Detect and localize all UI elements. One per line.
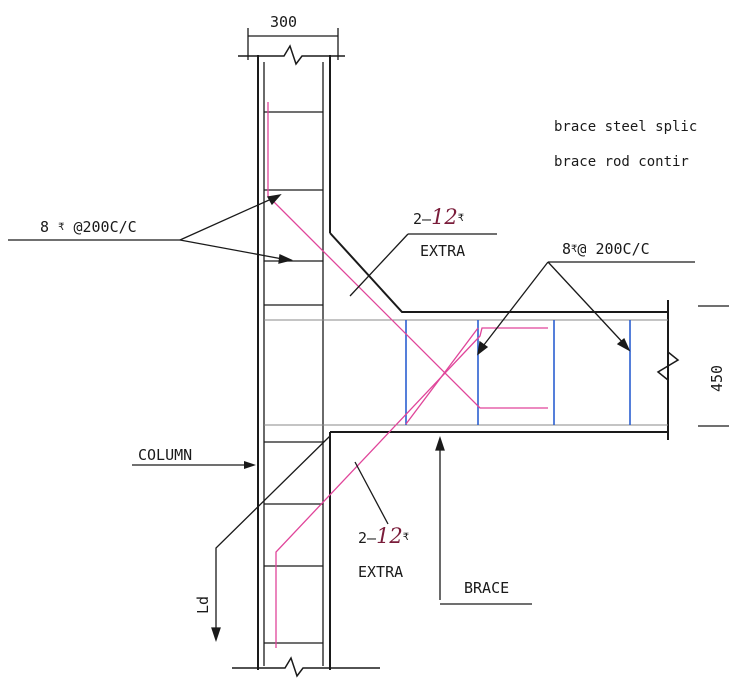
brace-outline — [329, 232, 669, 440]
extra-top-word: EXTRA — [420, 242, 465, 260]
extra-bottom-leader — [354, 461, 389, 525]
column-label: COLUMN — [138, 446, 192, 464]
column-stirrup-spacing: @200C/C — [64, 218, 136, 236]
bottom-break-line — [232, 656, 380, 678]
brace-inner-lines — [264, 319, 668, 426]
note-line-2: brace rod contir — [554, 154, 689, 170]
bar-symbol: ₹ — [458, 213, 464, 224]
top-break-line — [238, 44, 345, 66]
brace-stirrup-dia: 8 — [562, 240, 571, 258]
note-line-1: brace steel splic — [554, 119, 697, 135]
brace-stirrup-label: 8₹@ 200C/C — [562, 240, 650, 258]
brace-stirrup-spacing: @ 200C/C — [577, 240, 649, 258]
extra-bar-top — [267, 102, 548, 409]
brace-depth-dimension — [698, 305, 729, 427]
extra-top-leader — [349, 233, 409, 297]
brace-stirrup-leaders — [477, 261, 631, 356]
extra-bar-bottom — [275, 327, 548, 648]
brace-stirrups — [405, 320, 631, 425]
brace-break-line — [656, 351, 680, 381]
ld-label: Ld — [194, 596, 212, 614]
cross-bar — [405, 327, 479, 425]
column-stirrup-label: 8 ₹ @200C/C — [40, 218, 137, 236]
column-stirrup-dia: 8 — [40, 218, 58, 236]
column-width-label: 300 — [270, 13, 297, 31]
extra-bottom-bar-size: 12 — [376, 524, 403, 548]
column-main-bars — [263, 62, 324, 666]
extra-bottom-word: EXTRA — [358, 563, 403, 581]
column-stirrup-leaders — [179, 194, 293, 264]
brace-depth-label: 450 — [708, 365, 726, 392]
extra-rebars — [267, 102, 548, 648]
bar-symbol: ₹ — [403, 532, 409, 543]
column-outline — [257, 55, 331, 670]
column-width-dimension — [247, 28, 339, 60]
bar-symbol: ₹ — [571, 244, 577, 255]
extra-top-prefix: 2– — [413, 210, 432, 228]
column-leader-arrow — [244, 461, 256, 469]
extra-bottom-prefix: 2– — [358, 529, 377, 547]
bar-symbol: ₹ — [58, 222, 64, 233]
extra-top-label: 2–12₹ — [413, 205, 464, 229]
extra-bottom-label: 2–12₹ — [358, 524, 409, 548]
ld-leader — [211, 435, 331, 643]
column-stirrups — [264, 111, 323, 644]
extra-top-bar-size: 12 — [431, 205, 458, 229]
brace-label: BRACE — [464, 579, 509, 597]
brace-leader — [435, 435, 532, 605]
